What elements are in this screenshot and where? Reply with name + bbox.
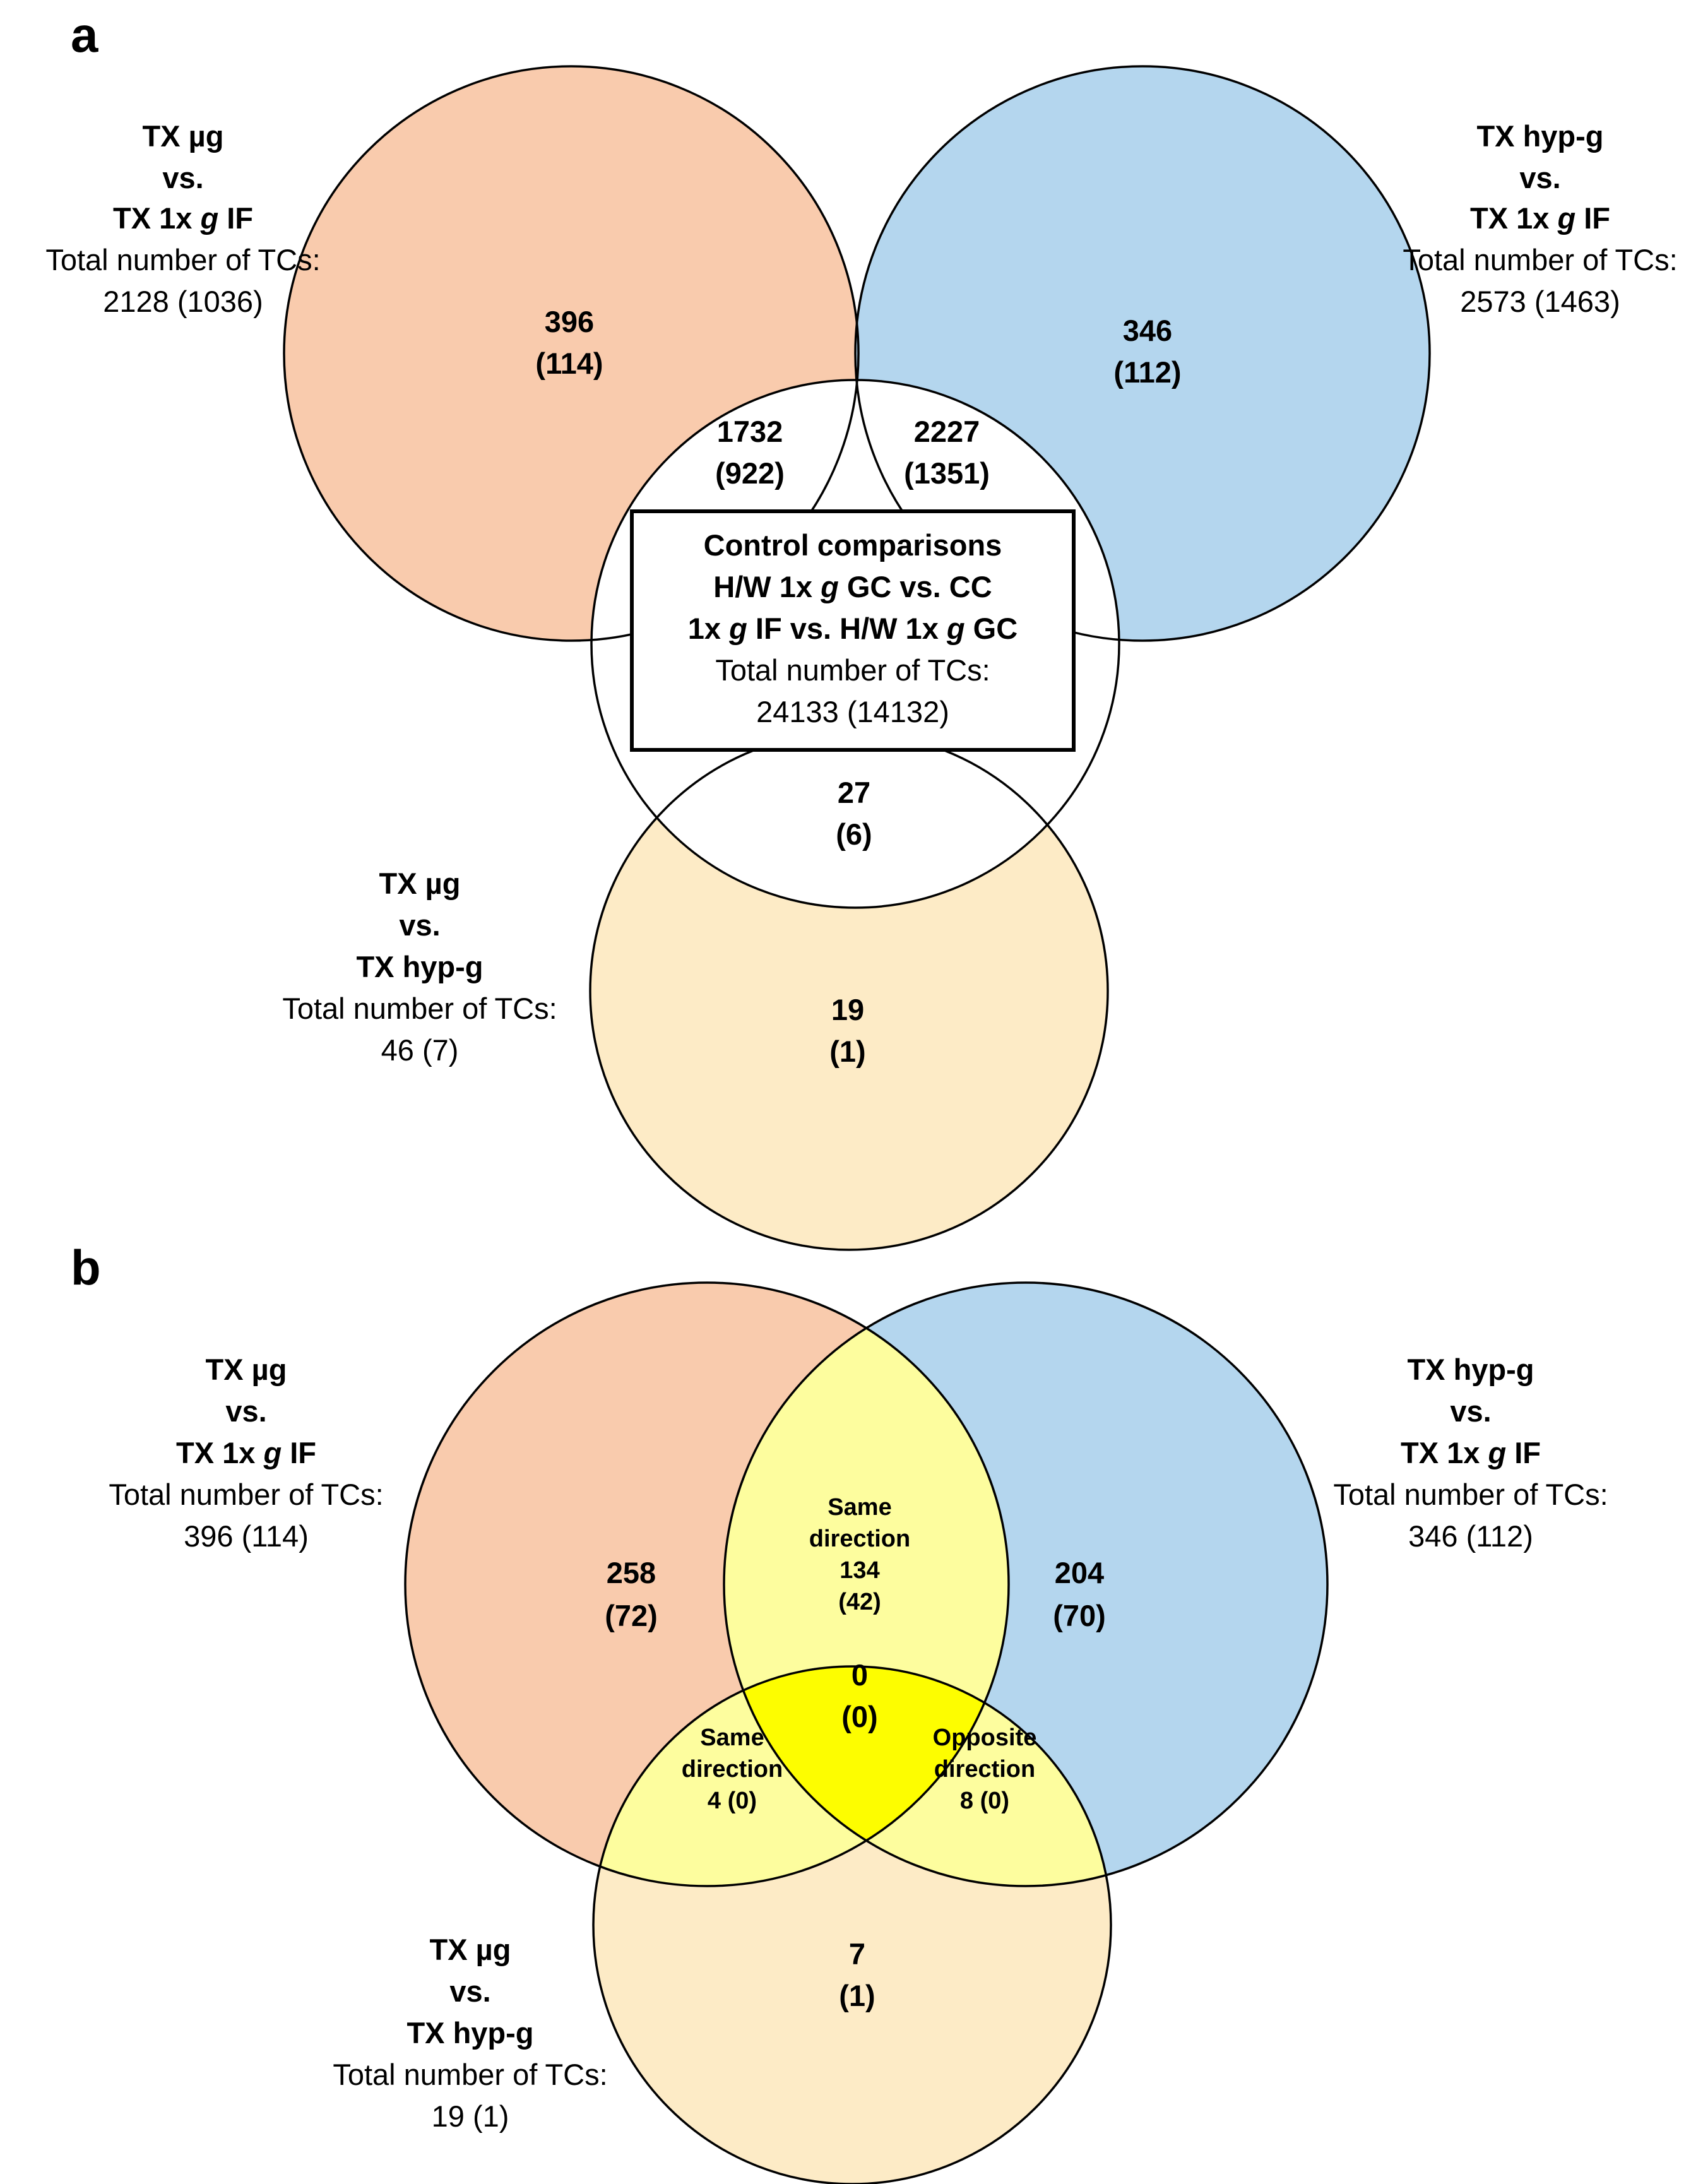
region-count: 19 — [831, 993, 864, 1026]
region-count-paren: (1) — [829, 1035, 865, 1068]
label-line: vs. — [1519, 161, 1560, 194]
label-line: 2573 (1463) — [1460, 285, 1620, 318]
region-direction: Same — [828, 1494, 891, 1521]
panel-b: b TX µg vs. TX 1x g IF Total number of T… — [71, 1240, 1608, 2184]
panel-a-bottom-label: TX µg vs. TX hyp-g Total number of TCs: … — [282, 867, 557, 1067]
label-line: TX hyp-g — [356, 950, 483, 983]
control-line: H/W 1x g GC vs. CC — [713, 570, 992, 603]
label-line: TX 1x g IF — [1401, 1436, 1541, 1469]
panel-b-right-label: TX hyp-g vs. TX 1x g IF Total number of … — [1333, 1353, 1608, 1553]
region-direction: direction — [682, 1756, 783, 1783]
panel-b-letter: b — [71, 1240, 101, 1295]
region-count-paren: (6) — [836, 817, 872, 851]
region-count: 0 — [852, 1658, 868, 1692]
control-line: Total number of TCs: — [715, 653, 990, 687]
region-count: 4 (0) — [708, 1788, 757, 1814]
region-count: 134 — [840, 1557, 879, 1584]
region-b-orange-cream: Same direction 4 (0) — [682, 1724, 783, 1814]
region-count-paren: (72) — [605, 1599, 658, 1632]
region-b-cream-only: 7 (1) — [839, 1937, 875, 2012]
label-line: Total number of TCs: — [1333, 1478, 1608, 1511]
region-direction: Opposite — [933, 1724, 1037, 1751]
label-line: TX hyp-g — [1476, 119, 1603, 153]
venn-a-control-outline — [590, 379, 1120, 909]
control-line: 1x g IF vs. H/W 1x g GC — [688, 612, 1018, 645]
venn-b-blue-outline — [723, 1281, 1329, 1887]
label-line: Total number of TCs: — [109, 1478, 383, 1511]
label-line: 46 (7) — [381, 1033, 459, 1067]
venn-a-blue-outline — [854, 65, 1431, 642]
label-line: Total number of TCs: — [333, 2058, 607, 2091]
region-a-blue-only: 346 (112) — [1113, 314, 1181, 389]
region-a-orange-only: 396 (114) — [535, 305, 603, 380]
label-line: vs. — [399, 908, 440, 942]
label-line: TX hyp-g — [1407, 1353, 1534, 1386]
region-count: 7 — [849, 1937, 865, 1971]
region-count-paren: (1351) — [904, 456, 990, 490]
panel-a-letter: a — [71, 7, 98, 62]
region-count: 396 — [545, 305, 594, 338]
venn-b-orange-outline — [404, 1281, 1010, 1887]
panel-a-left-label: TX µg vs. TX 1x g IF Total number of TCs… — [45, 119, 320, 318]
label-line: TX hyp-g — [406, 2016, 533, 2050]
label-line: Total number of TCs: — [45, 243, 320, 276]
label-line: TX µg — [143, 119, 224, 153]
region-direction: Same — [700, 1724, 764, 1751]
region-count: 2227 — [914, 415, 980, 448]
region-count-paren: (42) — [838, 1589, 881, 1615]
label-line: 346 (112) — [1408, 1519, 1533, 1553]
region-count-paren: (70) — [1053, 1599, 1106, 1632]
label-line: TX 1x g IF — [1470, 201, 1610, 235]
label-line: vs. — [162, 161, 203, 194]
panel-b-bottom-label: TX µg vs. TX hyp-g Total number of TCs: … — [333, 1933, 607, 2133]
region-count-paren: (922) — [715, 456, 785, 490]
region-count-paren: (1) — [839, 1979, 875, 2012]
label-line: TX µg — [430, 1933, 511, 1966]
label-line: vs. — [1450, 1394, 1491, 1428]
region-a-cream-only: 19 (1) — [829, 993, 865, 1068]
region-count: 1732 — [717, 415, 783, 448]
region-count: 258 — [607, 1556, 656, 1589]
region-count-paren: (0) — [841, 1700, 877, 1733]
region-b-blue-only: 204 (70) — [1053, 1556, 1106, 1632]
label-line: TX 1x g IF — [113, 201, 253, 235]
region-b-blue-cream: Opposite direction 8 (0) — [933, 1724, 1037, 1814]
panel-a-right-label: TX hyp-g vs. TX 1x g IF Total number of … — [1403, 119, 1677, 318]
label-line: vs. — [225, 1394, 266, 1428]
label-line: vs. — [449, 1974, 490, 2008]
control-total: 24133 (14132) — [756, 695, 949, 728]
label-line: Total number of TCs: — [282, 992, 557, 1025]
region-direction: direction — [934, 1756, 1035, 1783]
region-count: 346 — [1123, 314, 1172, 347]
control-box-text: Control comparisons H/W 1x g GC vs. CC 1… — [688, 528, 1018, 728]
label-line: Total number of TCs: — [1403, 243, 1677, 276]
venn-b-cream-outline — [592, 1665, 1112, 2184]
venn-a-orange-outline — [283, 65, 860, 642]
region-a-orange-control: 1732 (922) — [715, 415, 785, 490]
control-comparisons-box — [630, 509, 1076, 752]
panel-a: a TX µg vs. TX 1x g IF Total number of T… — [45, 7, 1678, 1251]
region-a-cream-control: 27 (6) — [836, 776, 872, 851]
region-count-paren: (112) — [1113, 355, 1181, 389]
region-count-paren: (114) — [535, 347, 603, 380]
label-line: 2128 (1036) — [103, 285, 263, 318]
region-direction: direction — [809, 1526, 910, 1552]
label-line: 396 (114) — [184, 1519, 309, 1553]
region-b-triple: 0 (0) — [841, 1658, 877, 1733]
region-count: 8 (0) — [960, 1788, 1009, 1814]
region-b-orange-blue: Same direction 134 (42) — [809, 1494, 910, 1615]
label-line: TX 1x g IF — [176, 1436, 316, 1469]
label-line: TX µg — [379, 867, 461, 900]
region-count: 27 — [838, 776, 870, 809]
region-a-blue-control: 2227 (1351) — [904, 415, 990, 490]
panel-b-left-label: TX µg vs. TX 1x g IF Total number of TCs… — [109, 1353, 383, 1553]
venn-b-blue-cream-overlap — [724, 1666, 1111, 1886]
control-title: Control comparisons — [704, 528, 1002, 562]
region-b-orange-only: 258 (72) — [605, 1556, 658, 1632]
label-line: TX µg — [206, 1353, 287, 1386]
label-line: 19 (1) — [432, 2099, 509, 2133]
region-count: 204 — [1055, 1556, 1104, 1589]
